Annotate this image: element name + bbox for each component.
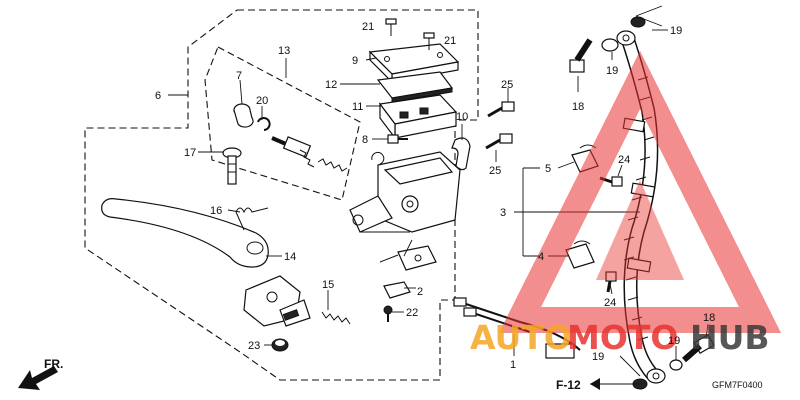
piston-spring <box>317 158 348 172</box>
label-22: 22 <box>406 307 418 319</box>
fr-label: FR. <box>44 357 63 371</box>
label-4: 4 <box>538 251 544 263</box>
label-25b: 25 <box>489 165 501 177</box>
label-2: 2 <box>417 286 423 298</box>
diagram-code: GFM7F0400 <box>712 380 763 390</box>
lever-spring <box>235 207 269 231</box>
label-16: 16 <box>210 205 222 217</box>
label-6: 6 <box>155 90 161 102</box>
part-labels: 2 3 4 5 6 7 8 9 10 11 12 13 14 15 16 17 … <box>155 21 715 371</box>
holder-10 <box>451 137 471 171</box>
piston-kit-boundary <box>204 46 361 201</box>
master-cylinder-body <box>349 151 461 233</box>
banjo-top <box>601 16 646 52</box>
reference-marker: F-12 <box>556 378 600 392</box>
label-25a: 25 <box>501 79 513 91</box>
watermark-text-auto: AUTO <box>470 318 572 357</box>
reference-label: F-12 <box>556 378 581 392</box>
bolt-24b <box>605 271 617 293</box>
screw-22 <box>383 305 393 322</box>
lever-bracket <box>243 275 311 327</box>
switch-plate <box>383 281 411 299</box>
label-1: 1 <box>510 359 516 371</box>
label-17: 17 <box>184 147 196 159</box>
banjo-bottom <box>632 333 715 390</box>
label-20: 20 <box>256 95 268 107</box>
label-21a: 21 <box>362 21 374 33</box>
stop-switch <box>379 245 437 271</box>
bolt-25a <box>487 101 515 118</box>
label-19d: 19 <box>668 335 680 347</box>
banjo-bolt-top <box>569 38 593 73</box>
label-19b: 19 <box>606 65 618 77</box>
watermark: AUTO MOTO HUB <box>470 50 782 357</box>
label-8: 8 <box>362 134 368 146</box>
label-9: 9 <box>352 55 358 67</box>
hose-clamp-4 <box>565 240 595 269</box>
label-13: 13 <box>278 45 290 57</box>
assembly-boundary <box>84 9 479 381</box>
snap-ring <box>257 117 271 131</box>
front-arrow: FR. <box>18 357 63 390</box>
label-12: 12 <box>325 79 337 91</box>
screw-21a <box>385 18 397 36</box>
label-24a: 24 <box>618 154 630 166</box>
label-18b: 18 <box>703 312 715 324</box>
label-10: 10 <box>456 111 468 123</box>
label-21b: 21 <box>444 35 456 47</box>
label-3: 3 <box>500 207 506 219</box>
label-5: 5 <box>545 163 551 175</box>
screw-21b <box>423 32 435 50</box>
label-19a: 19 <box>670 25 682 37</box>
bolt-25b <box>485 133 513 150</box>
bolt-23 <box>271 338 289 352</box>
label-19c: 19 <box>592 351 604 363</box>
label-18a: 18 <box>572 101 584 113</box>
label-15: 15 <box>322 279 334 291</box>
label-23: 23 <box>248 340 260 352</box>
label-14: 14 <box>284 251 296 263</box>
watermark-text-moto: MOTO <box>567 318 678 357</box>
spring-15 <box>321 311 351 325</box>
pivot-bolt <box>222 147 242 185</box>
diaphragm <box>378 94 458 140</box>
diaphragm-plate <box>376 71 454 103</box>
brake-lever <box>101 198 269 268</box>
label-11: 11 <box>352 101 363 113</box>
watermark-text-hub: HUB <box>690 318 770 357</box>
label-7: 7 <box>236 70 242 82</box>
label-24b: 24 <box>604 297 616 309</box>
piston-cup <box>233 103 254 128</box>
piston <box>271 136 315 168</box>
